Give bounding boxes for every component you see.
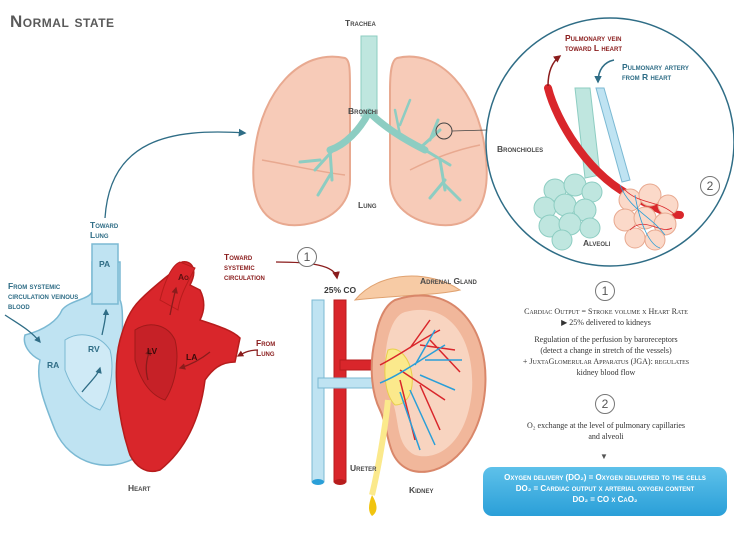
- delivery-line-1: Oxygen delivery (DO₂) = Oxygen delivered…: [504, 473, 706, 482]
- label-trachea: Trachea: [345, 18, 376, 28]
- label-toward-lung: Toward Lung: [90, 220, 119, 240]
- step-2-badge: 2: [595, 394, 615, 414]
- label-pulmonary-vein: Pulmonary vein toward L heart: [565, 33, 622, 53]
- kidney-system: [311, 275, 487, 516]
- label-adrenal-gland: Adrenal Gland: [420, 276, 477, 286]
- regulation-line-1: Regulation of the perfusion by barorecep…: [534, 335, 678, 344]
- label-bronchi: Bronchi: [348, 106, 378, 116]
- label-ra: RA: [47, 360, 60, 370]
- label-ureter: Ureter: [350, 463, 377, 473]
- oxygen-delivery-box: Oxygen delivery (DO₂) = Oxygen delivered…: [483, 467, 727, 516]
- step-1-badge: 1: [595, 281, 615, 301]
- label-lv: LV: [147, 346, 158, 356]
- heart: [4, 243, 259, 472]
- delivered-to-kidneys-line: ▶ 25% delivered to kidneys: [561, 318, 651, 327]
- step-2-text: O₂ exchange at the level of pulmonary ca…: [484, 420, 728, 442]
- label-toward-systemic: Toward systemic circulation: [224, 252, 265, 282]
- label-bronchioles: Bronchioles: [497, 144, 544, 154]
- step-2-badge-diagram: 2: [700, 176, 720, 196]
- regulation-line-4: kidney blood flow: [576, 368, 636, 377]
- label-25-co: 25% CO: [324, 285, 357, 295]
- label-from-systemic: From systemic circulation veinous blood: [8, 281, 79, 311]
- lungs: [252, 35, 488, 227]
- alveoli-zoom: [451, 17, 734, 267]
- step-1-text: Cardiac Output = Stroke volume x Heart R…: [484, 306, 728, 378]
- label-la: LA: [186, 352, 198, 362]
- delivery-line-3: DO₂ = CO x CaO₂: [572, 495, 638, 504]
- label-rv: RV: [88, 344, 100, 354]
- label-pulmonary-artery: Pulmonary artery from R heart: [622, 62, 689, 82]
- o2-exchange-line-1: O₂ exchange at the level of pulmonary ca…: [526, 421, 686, 430]
- regulation-line-3: + JuxtaGlomerular Apparatus (JGA): regul…: [522, 357, 690, 366]
- page-title: Normal state: [10, 12, 115, 31]
- cardiac-output-line: Cardiac Output = Stroke volume x Heart R…: [524, 307, 688, 316]
- delivery-line-2: DO₂ = Cardiac output x arterial oxygen c…: [515, 484, 695, 493]
- step-1-badge-diagram: 1: [297, 247, 317, 267]
- down-arrow-icon: ▼: [600, 452, 608, 461]
- label-kidney: Kidney: [409, 485, 434, 495]
- label-from-lung: From Lung: [256, 338, 276, 358]
- o2-exchange-line-2: and alveoli: [588, 432, 624, 441]
- label-ao: Ao: [178, 272, 189, 282]
- label-heart: Heart: [128, 483, 151, 493]
- label-lung: Lung: [358, 200, 377, 210]
- label-alveoli: Alveoli: [583, 238, 611, 248]
- label-pa: PA: [99, 259, 111, 269]
- regulation-line-2: (detect a change in stretch of the vesse…: [540, 346, 672, 355]
